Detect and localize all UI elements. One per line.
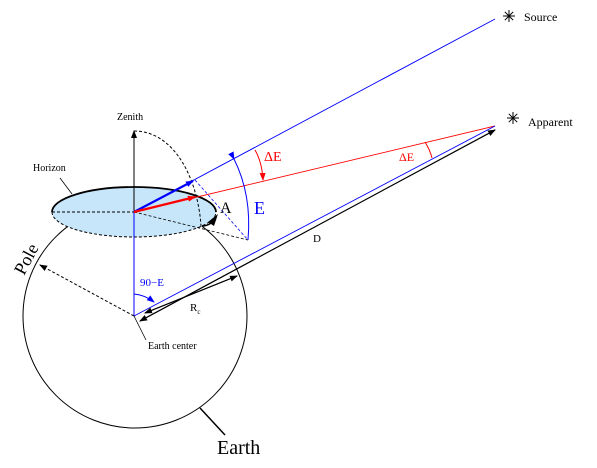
earth-center-label: Earth center [148,341,197,352]
complement-angle-label: 90−E [140,277,164,289]
true-direction-line [133,18,496,213]
apparent-label: Apparent [528,115,573,129]
true-direction-arrow [133,180,194,213]
source-star-icon [503,10,515,22]
elevation-label: E [254,198,265,218]
distance-label: D [313,233,321,245]
elevation-arc [228,151,250,241]
zenith-arc [133,130,202,227]
radius-label: Rc [190,302,200,316]
radius-label-main: R [190,302,198,314]
apparent-direction-arrow [133,195,196,214]
delta-e-label-apparent: ΔE [399,150,414,164]
complement-arc [133,293,155,303]
source-label: Source [524,10,557,24]
radius-arrow-tail [144,275,238,314]
earth-label: Earth [217,437,260,459]
radius-label-sub: c [197,308,200,316]
earth-pointer [199,407,226,436]
distance-arrow-tail [139,129,496,322]
earth-circle [22,203,248,429]
zenith-label: Zenith [117,112,143,123]
center-to-apparent-line [133,125,496,317]
horizon-front-edge [51,211,217,238]
delta-e-label-observer: ΔE [264,150,282,165]
pole-label: Pole [10,240,43,278]
horizon-label: Horizon [33,163,66,174]
horizon-pointer [59,177,73,195]
azimuth-arc [201,217,217,227]
delta-e-arc-observer [254,149,266,181]
elevation-guide [194,179,249,241]
delta-e-arc-apparent [424,141,433,159]
apparent-star-icon [507,112,519,124]
earth-center-pointer [133,315,147,341]
horizon-projection-line [133,211,249,241]
azimuth-label: A [220,200,232,217]
pole-radius [39,264,135,317]
